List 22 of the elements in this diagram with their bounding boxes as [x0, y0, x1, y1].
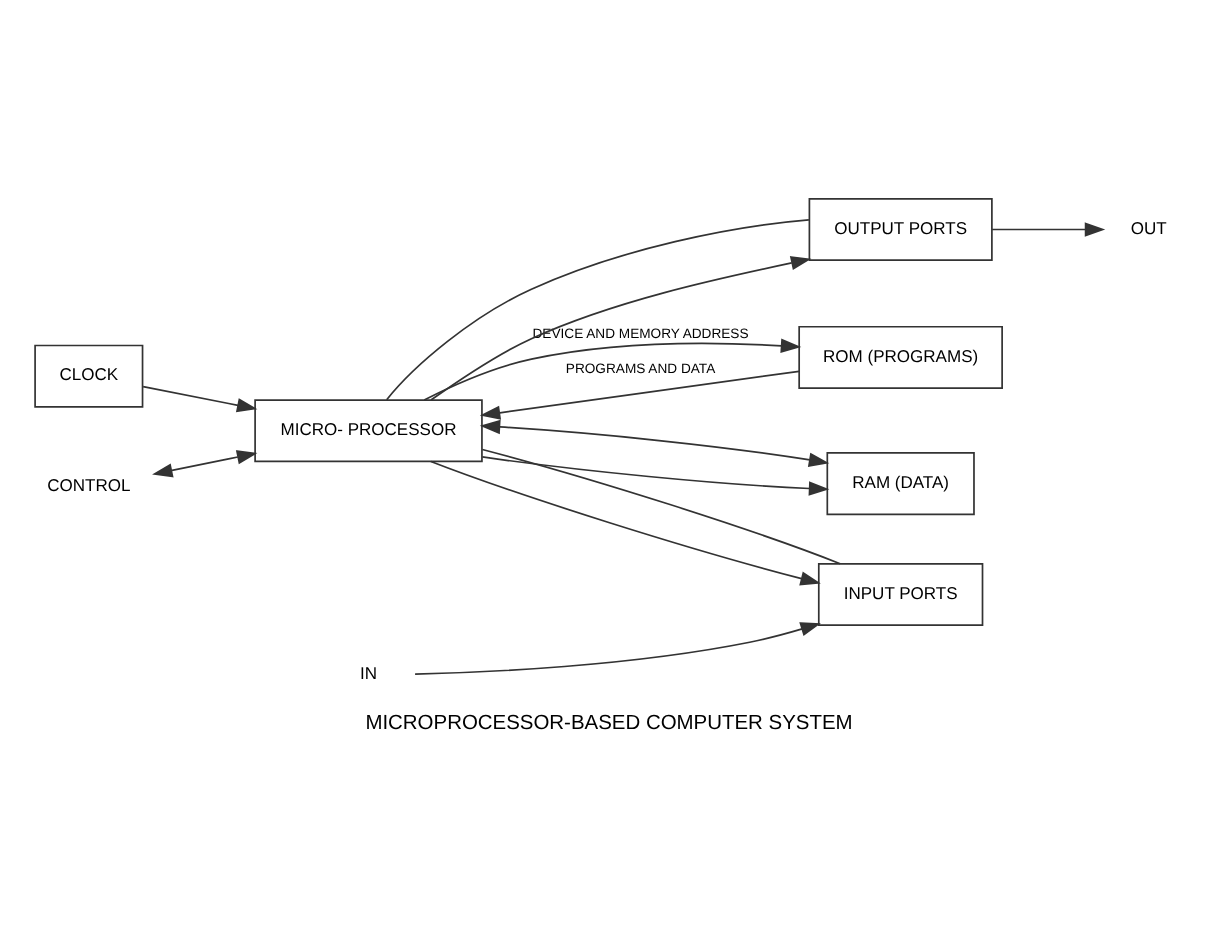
arrow — [423, 337, 802, 400]
node-box: RAM (DATA) — [826, 451, 975, 515]
arrow — [142, 384, 258, 412]
node-box: MICRO- PROCESSOR — [254, 398, 483, 462]
arrow — [479, 418, 830, 466]
node-text: CONTROL — [47, 474, 131, 495]
node-box: ROM (PROGRAMS) — [798, 324, 1003, 388]
connector — [385, 218, 810, 400]
arrow — [152, 449, 258, 477]
node-box: INPUT PORTS — [817, 561, 984, 626]
caption: MICROPROCESSOR-BASED COMPUTER SYSTEM — [365, 711, 853, 734]
arrow — [414, 621, 821, 674]
connector — [481, 447, 842, 564]
arrow — [479, 369, 800, 419]
arrow — [430, 255, 812, 400]
node-text: OUT — [1130, 216, 1167, 237]
node-text: IN — [359, 661, 378, 682]
arrow — [430, 459, 821, 585]
arrow — [481, 455, 830, 495]
node-box: CLOCK — [34, 343, 144, 407]
node-box: OUTPUT PORTS — [808, 196, 993, 261]
arrow — [991, 221, 1106, 236]
